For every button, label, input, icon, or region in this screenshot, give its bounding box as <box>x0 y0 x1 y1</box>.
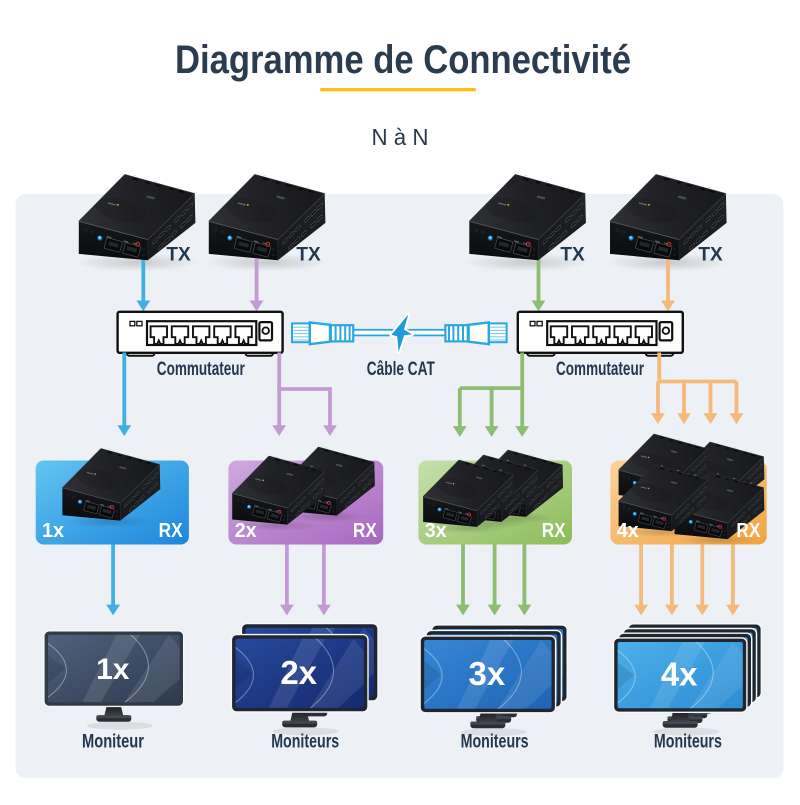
svg-text:RX: RX <box>353 520 378 542</box>
svg-text:Câble CAT: Câble CAT <box>367 359 435 380</box>
svg-text:Commutateur: Commutateur <box>556 359 644 380</box>
svg-text:1x: 1x <box>96 653 130 686</box>
svg-text:Moniteurs: Moniteurs <box>654 732 722 753</box>
svg-text:RX: RX <box>159 520 184 542</box>
svg-text:1x: 1x <box>42 520 64 542</box>
svg-text:TX: TX <box>296 245 321 266</box>
svg-text:4x: 4x <box>661 656 698 693</box>
svg-text:2x: 2x <box>235 520 257 542</box>
svg-text:3x: 3x <box>425 520 447 542</box>
svg-text:N à N: N à N <box>372 124 429 150</box>
svg-text:Moniteurs: Moniteurs <box>271 732 339 753</box>
svg-text:RX: RX <box>736 520 761 542</box>
svg-text:Moniteurs: Moniteurs <box>461 732 529 753</box>
svg-text:TX: TX <box>560 245 585 266</box>
svg-text:2x: 2x <box>280 654 317 691</box>
svg-text:4x: 4x <box>617 520 639 542</box>
svg-text:Commutateur: Commutateur <box>157 359 245 380</box>
svg-text:Diagramme de Connectivité: Diagramme de Connectivité <box>175 38 631 82</box>
svg-text:TX: TX <box>166 245 191 266</box>
svg-text:RX: RX <box>542 520 567 542</box>
svg-text:TX: TX <box>698 245 723 266</box>
svg-text:3x: 3x <box>468 655 505 692</box>
svg-text:Moniteur: Moniteur <box>82 732 144 753</box>
